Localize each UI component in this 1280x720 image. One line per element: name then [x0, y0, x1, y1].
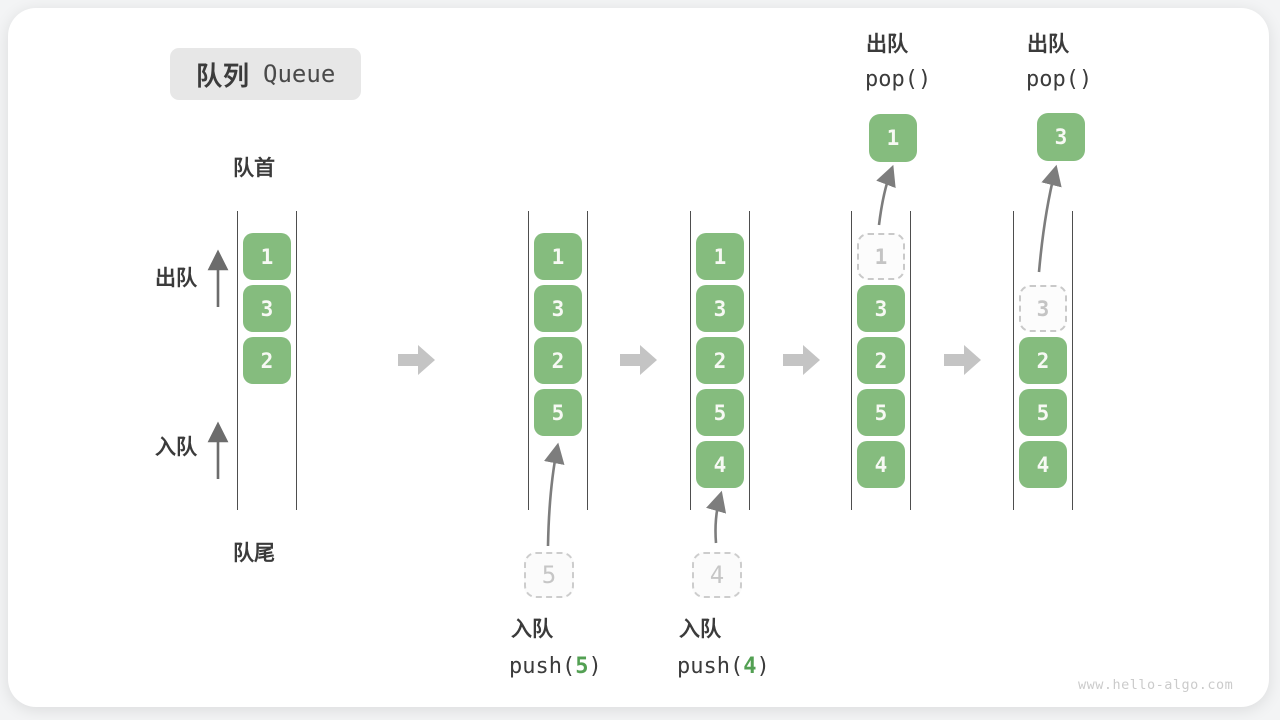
queue-node: 2 — [534, 337, 582, 384]
pop-op-code-2: pop() — [1026, 67, 1093, 92]
title-english: Queue — [263, 60, 336, 88]
title-box: 队列 Queue — [170, 48, 362, 100]
queue-node: 3 — [243, 285, 291, 332]
push-code-close: ) — [588, 654, 602, 679]
queue-node: 1 — [534, 233, 582, 280]
push-op-code-1: push(5) — [509, 654, 602, 679]
push-code-open: push( — [677, 654, 744, 679]
queue-node: 4 — [1019, 441, 1067, 488]
queue-node: 4 — [857, 441, 905, 488]
queue-stage-3: 1 3 2 5 4 — [690, 211, 750, 510]
pop-op-label-2: 出队 — [1027, 33, 1069, 56]
push-op-label-1: 入队 — [511, 618, 553, 641]
queue-node: 5 — [857, 389, 905, 436]
queue-node-removed: 3 — [1019, 285, 1067, 332]
queue-stage-5: 3 2 5 4 — [1013, 211, 1073, 510]
queue-stage-1: 1 3 2 — [237, 211, 297, 510]
queue-node: 2 — [1019, 337, 1067, 384]
queue-node: 2 — [857, 337, 905, 384]
queue-node: 3 — [696, 285, 744, 332]
queue-node: 4 — [696, 441, 744, 488]
dequeue-side-label: 出队 — [155, 267, 197, 290]
watermark: www.hello-algo.com — [1078, 677, 1234, 693]
queue-front-label: 队首 — [233, 157, 275, 180]
push-op-label-2: 入队 — [679, 618, 721, 641]
push-arg: 4 — [743, 654, 757, 679]
queue-node: 5 — [696, 389, 744, 436]
incoming-element-5: 5 — [524, 552, 574, 598]
queue-stage-2: 1 3 2 5 — [528, 211, 588, 510]
queue-node: 3 — [857, 285, 905, 332]
queue-node: 2 — [243, 337, 291, 384]
queue-node: 3 — [534, 285, 582, 332]
queue-rear-label: 队尾 — [233, 542, 275, 565]
queue-node: 5 — [1019, 389, 1067, 436]
push-code-open: push( — [509, 654, 576, 679]
queue-node: 1 — [696, 233, 744, 280]
queue-stage-4: 1 3 2 5 4 — [851, 211, 911, 510]
incoming-element-4: 4 — [692, 552, 742, 598]
enqueue-side-label: 入队 — [155, 436, 197, 459]
queue-node: 5 — [534, 389, 582, 436]
title-chinese: 队列 — [196, 60, 251, 91]
popped-element-1: 1 — [869, 114, 917, 162]
push-code-close: ) — [756, 654, 770, 679]
queue-node: 2 — [696, 337, 744, 384]
pop-op-label-1: 出队 — [866, 33, 908, 56]
popped-element-3: 3 — [1037, 113, 1085, 161]
queue-node: 1 — [243, 233, 291, 280]
diagram-card — [8, 8, 1269, 707]
push-op-code-2: push(4) — [677, 654, 770, 679]
pop-op-code-1: pop() — [865, 67, 932, 92]
push-arg: 5 — [575, 654, 589, 679]
queue-node-removed: 1 — [857, 233, 905, 280]
